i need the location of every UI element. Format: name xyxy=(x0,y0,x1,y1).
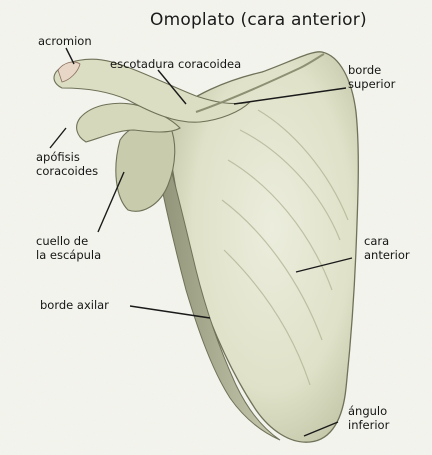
label-borde-axilar: borde axilar xyxy=(40,298,109,312)
label-escotadura-coracoidea: escotadura coracoidea xyxy=(110,57,241,71)
label-cara-anterior-line2: anterior xyxy=(364,248,410,262)
label-apofisis-line2: coracoides xyxy=(36,164,98,178)
label-borde-superior-line1: borde xyxy=(348,63,395,77)
label-apofisis-line1: apófisis xyxy=(36,150,98,164)
diagram-title: Omoplato (cara anterior) xyxy=(150,10,367,30)
label-acromion: acromion xyxy=(38,34,92,48)
label-cuello-line1: cuello de xyxy=(36,234,101,248)
label-cuello-escapula: cuello de la escápula xyxy=(36,234,101,262)
label-angulo-inferior: ángulo inferior xyxy=(348,404,389,432)
label-angulo-line2: inferior xyxy=(348,418,389,432)
label-cuello-line2: la escápula xyxy=(36,248,101,262)
label-cara-anterior-line1: cara xyxy=(364,234,410,248)
label-apofisis-coracoides: apófisis coracoides xyxy=(36,150,98,178)
label-borde-superior: borde superior xyxy=(348,63,395,91)
label-angulo-line1: ángulo xyxy=(348,404,389,418)
label-cara-anterior: cara anterior xyxy=(364,234,410,262)
label-borde-superior-line2: superior xyxy=(348,77,395,91)
